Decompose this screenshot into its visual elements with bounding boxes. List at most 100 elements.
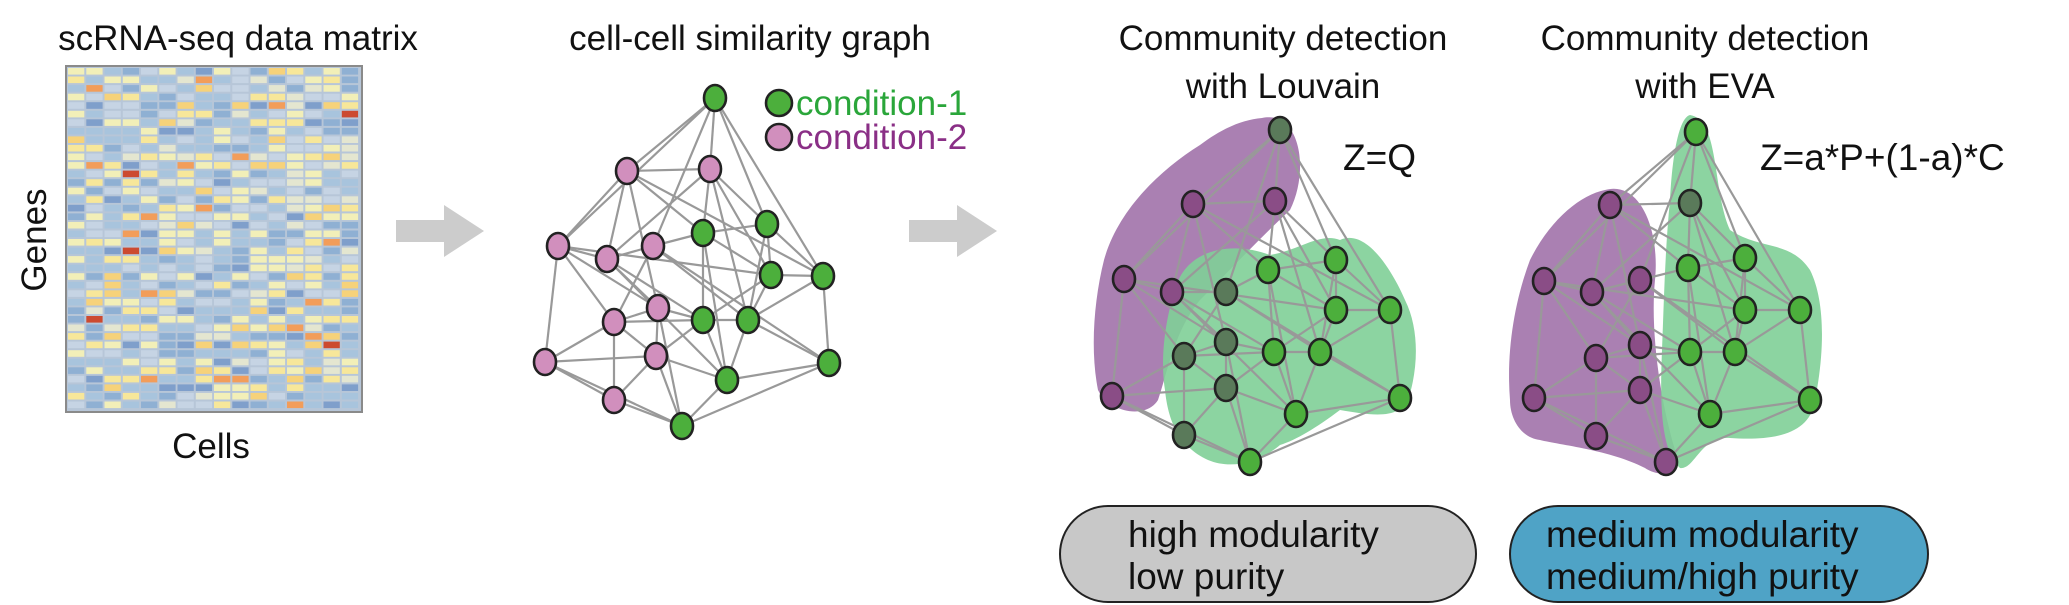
matrix-cell (341, 341, 359, 349)
matrix-cell (305, 367, 322, 374)
matrix-cell (195, 307, 213, 314)
matrix-cell (122, 170, 140, 178)
matrix-cell (104, 213, 121, 220)
matrix-cell (104, 93, 121, 101)
matrix-cell (250, 230, 267, 238)
matrix-cell (323, 324, 340, 332)
matrix-cell (104, 144, 121, 152)
matrix-cell (305, 162, 322, 169)
graph-node (1307, 337, 1333, 367)
matrix-cell (86, 153, 103, 161)
graph-edge (1224, 341, 1252, 463)
matrix-cell (305, 358, 322, 366)
matrix-cell (214, 247, 231, 255)
matrix-cell (287, 256, 304, 263)
graph-edge (1388, 309, 1402, 399)
matrix-cell (159, 384, 176, 391)
graph-node (1237, 447, 1263, 477)
matrix-cell (195, 316, 213, 323)
graph-edge (709, 168, 768, 225)
matrix-cell (287, 102, 304, 109)
matrix-cell (214, 324, 231, 332)
matrix-cell (141, 119, 158, 126)
graph-node (1213, 327, 1239, 357)
matrix-cell (68, 316, 85, 323)
graph-edge (1532, 280, 1546, 399)
eva-title-line2: with EVA (1634, 67, 1775, 106)
matrix-cell (214, 76, 231, 84)
matrix-cell (86, 102, 103, 109)
graph-node (645, 293, 671, 323)
matrix-cell (341, 401, 359, 409)
matrix-cell (232, 230, 249, 238)
graph-node (601, 385, 627, 415)
matrix-cell (86, 127, 103, 135)
matrix-cell (104, 196, 121, 203)
matrix-cell (232, 367, 249, 374)
graph-node (601, 307, 627, 337)
matrix-cell (341, 239, 359, 246)
graph-edge (606, 168, 711, 260)
matrix-cell (305, 204, 322, 212)
matrix-cell (195, 350, 213, 357)
matrix-cell (323, 316, 340, 323)
graph-node (1597, 190, 1623, 220)
matrix-cell (250, 316, 267, 323)
matrix-cell (159, 221, 176, 229)
graph-edge (557, 245, 659, 309)
matrix-cell (159, 85, 176, 92)
matrix-cell (159, 298, 176, 306)
matrix-cell (177, 68, 194, 75)
matrix-cell (287, 230, 304, 238)
matrix-cell (159, 136, 176, 143)
matrix-cell (250, 239, 267, 246)
matrix-cell (122, 239, 140, 246)
graph-node (702, 83, 728, 113)
graph-edge (1123, 278, 1227, 343)
matrix-cell (232, 256, 249, 263)
matrix-cell (86, 316, 103, 323)
matrix-cell (232, 392, 249, 400)
matrix-cell (214, 127, 231, 135)
matrix-cell (341, 316, 359, 323)
matrix-cell (177, 230, 194, 238)
matrix-cell (232, 341, 249, 349)
arrow-2 (909, 205, 997, 257)
matrix-cell (250, 264, 267, 272)
matrix-cell (305, 392, 322, 400)
matrix-cell (122, 375, 140, 383)
matrix-cell (287, 333, 304, 340)
graph-edge (1274, 200, 1337, 261)
graph-edge (1171, 291, 1275, 353)
matrix-cell (159, 153, 176, 161)
matrix-cell (141, 76, 158, 84)
matrix-cell (323, 76, 340, 84)
matrix-cell (341, 307, 359, 314)
graph-edge (1543, 280, 1597, 359)
matrix-cell (305, 213, 322, 220)
matrix-cell (86, 341, 103, 349)
matrix-cell (214, 358, 231, 366)
graph-edge (1295, 396, 1401, 416)
matrix-cell (195, 367, 213, 374)
matrix-cell (68, 119, 85, 126)
matrix-cell (159, 196, 176, 203)
matrix-cell (305, 333, 322, 340)
matrix-cell (323, 247, 340, 255)
matrix-cell (287, 281, 304, 289)
matrix-cell (177, 221, 194, 229)
matrix-cell (159, 273, 176, 280)
matrix-cell (177, 187, 194, 195)
matrix-cell (232, 196, 249, 203)
matrix-cell (195, 136, 213, 143)
eva-result-line1: medium modularity (1546, 514, 1859, 555)
matrix-cell (341, 196, 359, 203)
graph-node (1180, 189, 1206, 219)
graph-node (640, 231, 666, 261)
louvain-result-line1: high modularity (1128, 514, 1379, 555)
graph-edge (1274, 200, 1337, 311)
matrix-cell (214, 221, 231, 229)
eva-result-box (1509, 505, 1929, 603)
matrix-cell (195, 247, 213, 255)
matrix-cell (104, 307, 121, 314)
